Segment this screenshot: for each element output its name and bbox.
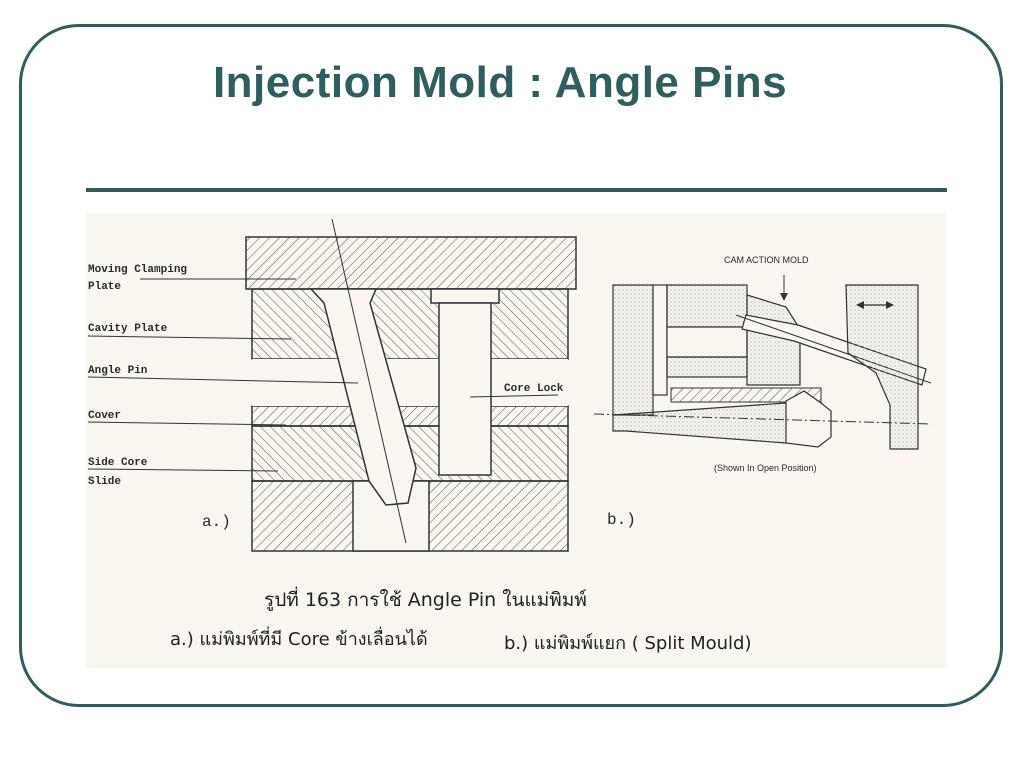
angle-pin [309,288,417,506]
left-mold-block [612,284,654,416]
middle-cavity [666,326,748,358]
core-lock-head [430,288,500,304]
vertical-arrow-head [780,293,788,301]
parting-gap [252,359,568,406]
leader-side-core-slide [87,468,279,472]
title-divider [86,188,947,192]
moving-clamping-plate [245,236,577,290]
leader-cavity-plate [87,335,292,340]
leader-angle-pin [87,376,359,384]
panel-b-label: b.) [607,511,636,529]
panel-a-drawing [245,218,577,552]
cavity-plate [251,288,569,360]
figure-caption: รูปที่ 163 การใช้ Angle Pin ในแม่พิมพ์ a… [170,586,752,654]
callout-cavity-plate: Cavity Plate [88,323,168,335]
horizontal-arrow-right [886,301,894,309]
panel-a-label: a.) [202,513,231,531]
panel-a-callouts: Moving Clamping Plate Cavity Plate Angle… [87,264,564,531]
slide-title: Injection Mold : Angle Pins [212,58,788,107]
left-mold-insert [652,284,668,396]
callout-side-core-slide: Side Core [88,457,148,469]
panel-b-centerline [593,413,932,425]
mold-figure: Moving Clamping Plate Cavity Plate Angle… [86,213,946,668]
core-rod [670,387,822,403]
core-lock [438,302,492,476]
horizontal-arrow-left [856,301,864,309]
right-mold-block [845,284,919,450]
caption-line-1: รูปที่ 163 การใช้ Angle Pin ในแม่พิมพ์ [264,586,587,611]
panel-b-heading: CAM ACTION MOLD [724,255,809,265]
leader-core-lock [469,394,559,398]
caption-panel-b: b.) แม่พิมพ์แยก ( Split Mould) [504,633,752,654]
callout-side-core-slide-line2: Slide [88,476,121,488]
caption-panel-a: a.) แม่พิมพ์ที่มี Core ข้างเลื่อนได้ [170,626,428,650]
callout-angle-pin: Angle Pin [88,365,147,377]
callout-cover: Cover [88,410,121,422]
callout-moving-clamping-plate: Moving Clamping [88,264,187,276]
panel-b-drawing: CAM ACTION MOLD [593,255,932,529]
angle-pin-centerline [331,218,407,544]
panel-b-note: (Shown In Open Position) [714,463,817,473]
leader-cover [87,421,287,426]
lower-cavity-block [666,356,748,378]
upper-cavity-block [666,284,748,328]
cover-plate [251,405,569,427]
callout-core-lock: Core Lock [504,383,564,395]
stepped-end [785,390,832,448]
bottom-opening [352,480,430,552]
callout-moving-clamping-plate-line2: Plate [88,281,121,293]
mold-diagram: Moving Clamping Plate Cavity Plate Angle… [87,218,932,654]
